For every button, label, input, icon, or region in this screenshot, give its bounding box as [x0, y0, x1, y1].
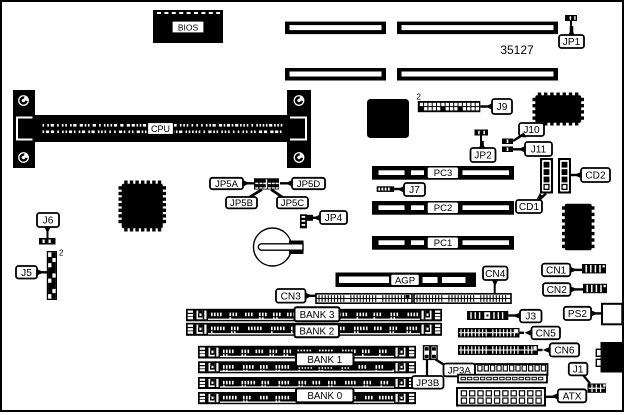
svg-text:JP5B: JP5B [230, 198, 253, 209]
svg-text:CN2: CN2 [547, 285, 568, 296]
svg-text:J1: J1 [573, 365, 584, 376]
svg-text:PC3: PC3 [434, 168, 452, 179]
svg-text:BANK 3: BANK 3 [300, 310, 335, 321]
svg-text:J6: J6 [43, 216, 54, 227]
svg-text:J5: J5 [21, 268, 32, 279]
svg-text:JP3B: JP3B [416, 378, 439, 389]
svg-text:PC1: PC1 [434, 238, 452, 249]
svg-text:JP2: JP2 [474, 151, 492, 162]
svg-text:JP1: JP1 [563, 37, 581, 48]
svg-text:AGP: AGP [395, 275, 415, 286]
svg-text:JP5A: JP5A [215, 179, 239, 190]
svg-text:BANK 2: BANK 2 [299, 326, 334, 337]
svg-text:JP5D: JP5D [297, 179, 321, 190]
svg-text:J3: J3 [525, 312, 536, 323]
svg-text:J11: J11 [531, 145, 547, 156]
svg-text:CN4: CN4 [485, 269, 506, 280]
svg-text:PS2: PS2 [568, 309, 587, 320]
svg-text:35127: 35127 [500, 43, 534, 57]
svg-text:CPU: CPU [151, 124, 170, 134]
svg-text:CN5: CN5 [536, 329, 557, 340]
svg-text:J9: J9 [497, 102, 508, 113]
svg-text:2: 2 [59, 249, 64, 258]
svg-text:CD2: CD2 [585, 171, 606, 182]
svg-text:CD1: CD1 [519, 202, 540, 213]
svg-text:JP5C: JP5C [281, 198, 305, 209]
svg-text:CN6: CN6 [554, 346, 575, 357]
svg-text:PC2: PC2 [434, 203, 452, 214]
svg-text:2: 2 [417, 92, 422, 101]
svg-text:BANK 0: BANK 0 [307, 391, 342, 402]
svg-text:JP4: JP4 [325, 213, 343, 224]
svg-text:J7: J7 [409, 185, 420, 196]
svg-text:CN1: CN1 [546, 266, 567, 277]
svg-text:BANK 1: BANK 1 [307, 355, 342, 366]
svg-text:ATX: ATX [563, 391, 582, 402]
svg-text:JP3A: JP3A [448, 365, 472, 376]
svg-text:CN3: CN3 [281, 291, 302, 302]
svg-text:J10: J10 [523, 125, 540, 136]
svg-text:BIOS: BIOS [178, 23, 199, 33]
